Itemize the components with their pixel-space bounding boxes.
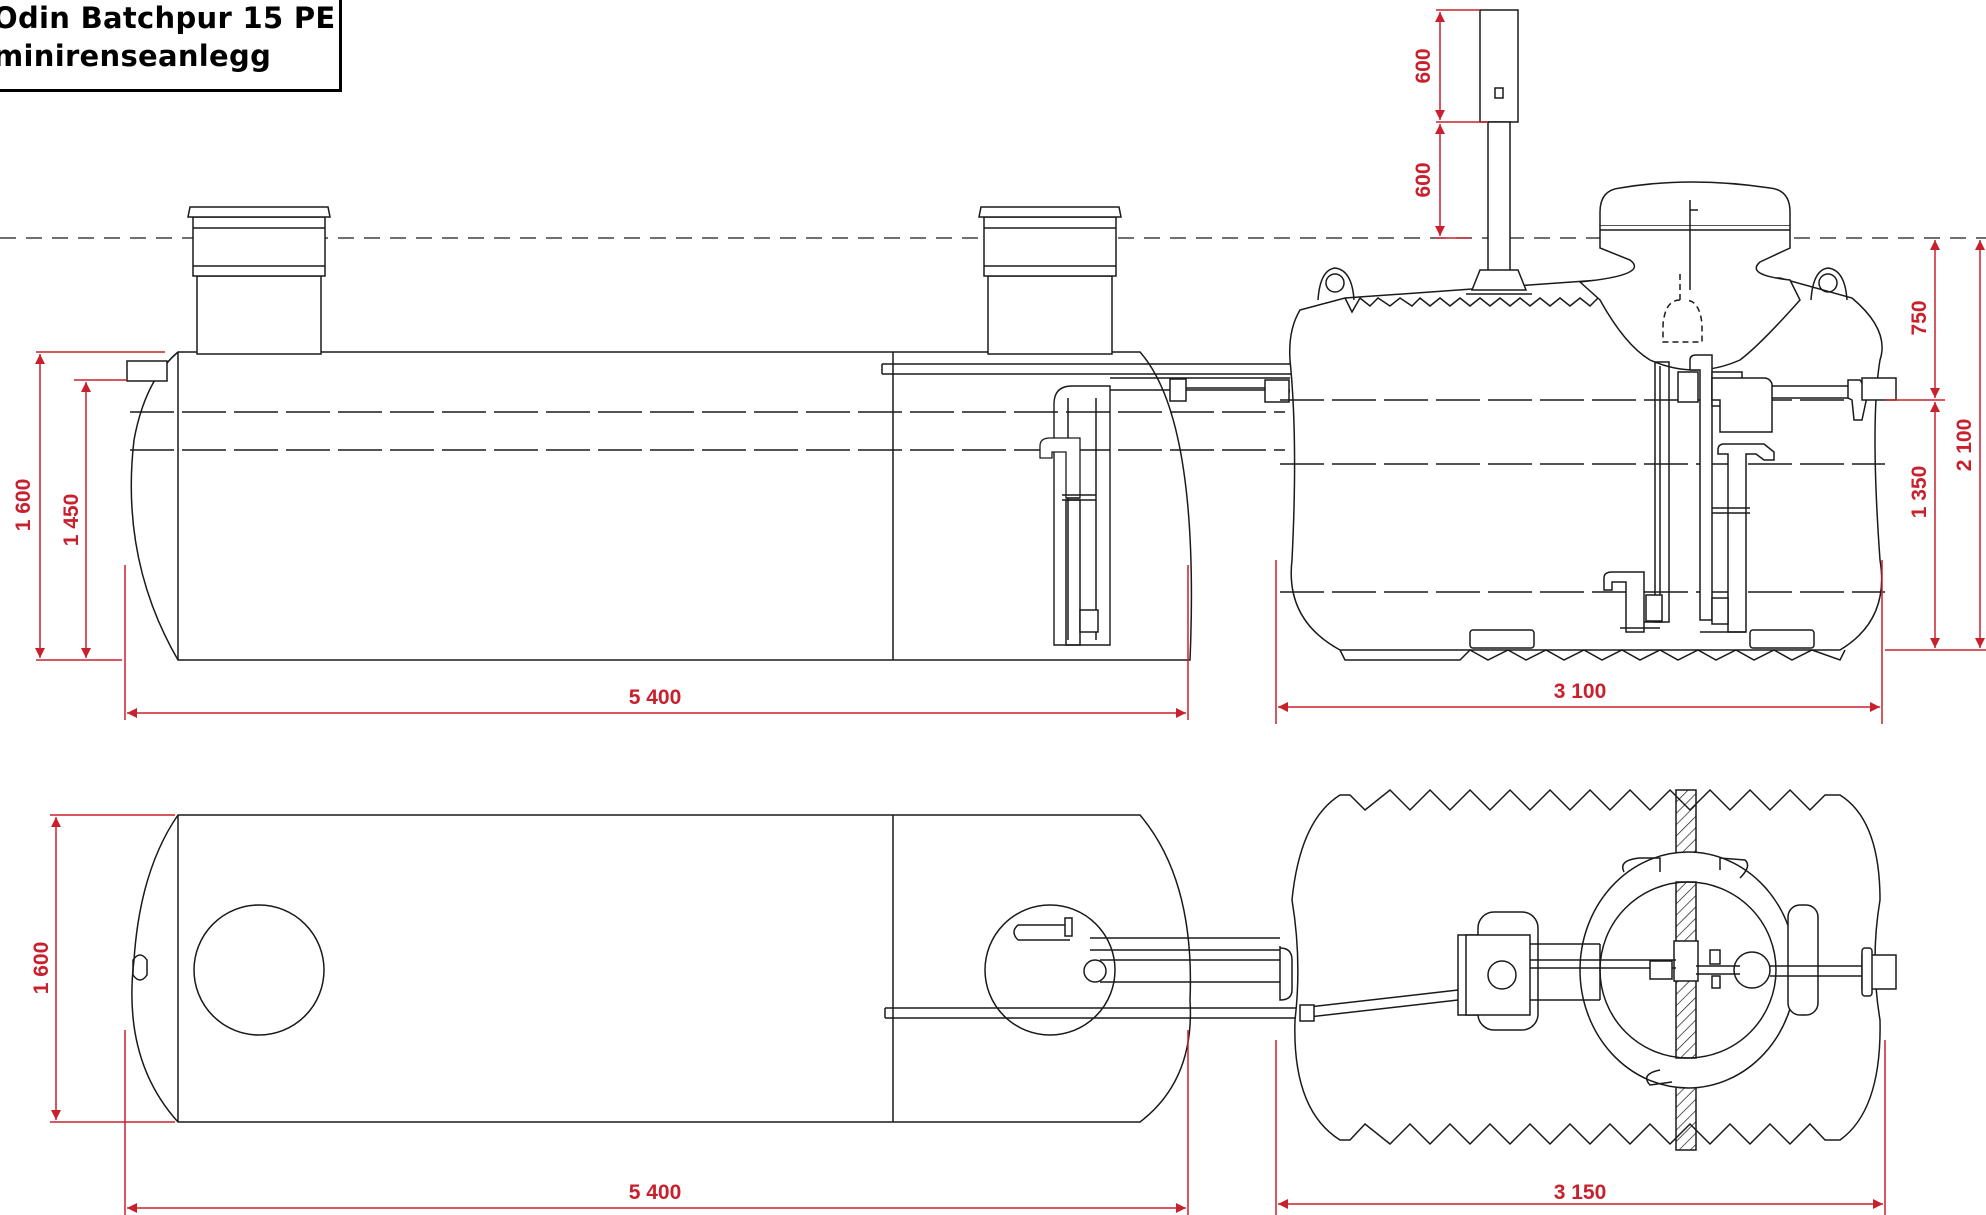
dim-top-height: 1 600 — [30, 942, 53, 995]
title-block: Odin Batchpur 15 PE minirenseanlegg — [0, 0, 342, 92]
side-riser-left — [187, 206, 331, 355]
side-view-right-tank — [1280, 9, 1897, 661]
title-subtitle: minirenseanlegg — [0, 39, 272, 73]
title-product: Odin Batchpur 15 PE — [0, 1, 336, 35]
side-view-long-tank — [126, 206, 1655, 661]
dim-right-length-top: 3 150 — [1554, 1181, 1607, 1204]
dim-right-length-side: 3 100 — [1554, 680, 1607, 703]
top-view-right-tank — [1291, 788, 1897, 1151]
dim-side-height-inner: 1 450 — [60, 494, 83, 547]
dim-right-height-total: 2 100 — [1953, 419, 1976, 472]
dim-riser-lower: 600 — [1412, 162, 1435, 197]
dim-right-height-lower: 1 350 — [1908, 466, 1931, 519]
dim-side-length: 5 400 — [629, 686, 682, 709]
top-view-long-tank — [131, 814, 1300, 1123]
dim-riser-upper: 600 — [1412, 48, 1435, 83]
dim-top-length: 5 400 — [629, 1181, 682, 1204]
side-riser-middle — [978, 206, 1122, 355]
dim-right-height-top: 750 — [1908, 300, 1931, 335]
dim-side-height-total: 1 600 — [12, 479, 35, 532]
dimension-lines — [35, 9, 1986, 1215]
